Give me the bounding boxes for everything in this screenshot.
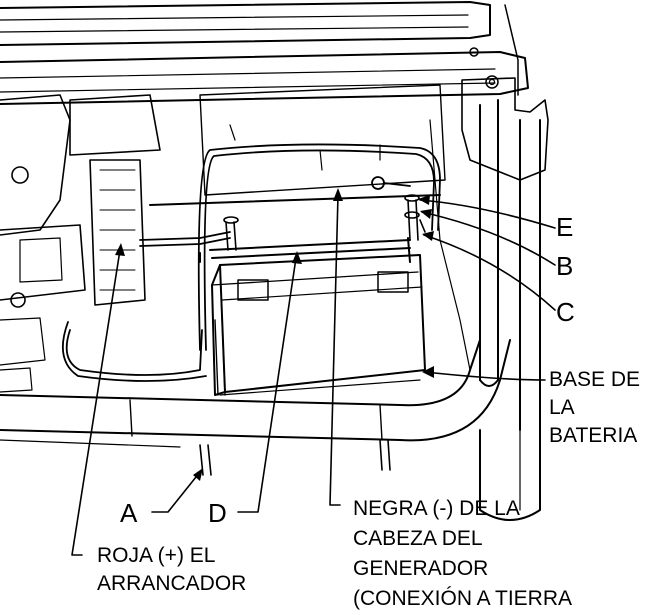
top-frame bbox=[0, 1, 529, 105]
callout-c-label: C bbox=[556, 297, 575, 327]
red-cable-line-2: ARRANCADOR bbox=[97, 572, 246, 595]
callout-b-label: B bbox=[556, 251, 573, 281]
battery-tray-wall bbox=[149, 84, 446, 206]
battery-base-line-3: BATERIA bbox=[549, 424, 637, 447]
black-cable-line-4: (CONEXIÓN A TIERRA bbox=[353, 587, 572, 610]
black-cable-line-3: GENERADOR bbox=[353, 557, 488, 580]
leader-arrowheads bbox=[115, 188, 434, 481]
bottom-frame-rail bbox=[0, 339, 511, 448]
cables bbox=[61, 143, 441, 382]
battery bbox=[199, 237, 426, 396]
black-cable-line-1: NEGRA (-) DE LA bbox=[353, 497, 520, 520]
callout-a-label: A bbox=[120, 498, 138, 528]
battery-base-line-2: LA bbox=[549, 396, 575, 419]
leader-lines bbox=[71, 194, 556, 556]
callout-e-label: E bbox=[556, 212, 573, 242]
black-cable-line-2: CABEZA DEL bbox=[353, 527, 483, 550]
right-frame-post bbox=[429, 75, 549, 521]
red-cable-line-1: ROJA (+) EL bbox=[97, 544, 215, 567]
hold-down-studs bbox=[199, 194, 426, 476]
battery-base-line-1: BASE DE bbox=[549, 368, 640, 391]
red-cable-label: ROJA (+) EL ARRANCADOR bbox=[97, 544, 246, 595]
engine-starter bbox=[0, 94, 161, 393]
black-cable-label: NEGRA (-) DE LA CABEZA DEL GENERADOR (CO… bbox=[353, 497, 572, 610]
battery-base-label: BASE DE LA BATERIA bbox=[549, 368, 640, 447]
callout-d-label: D bbox=[208, 498, 227, 528]
